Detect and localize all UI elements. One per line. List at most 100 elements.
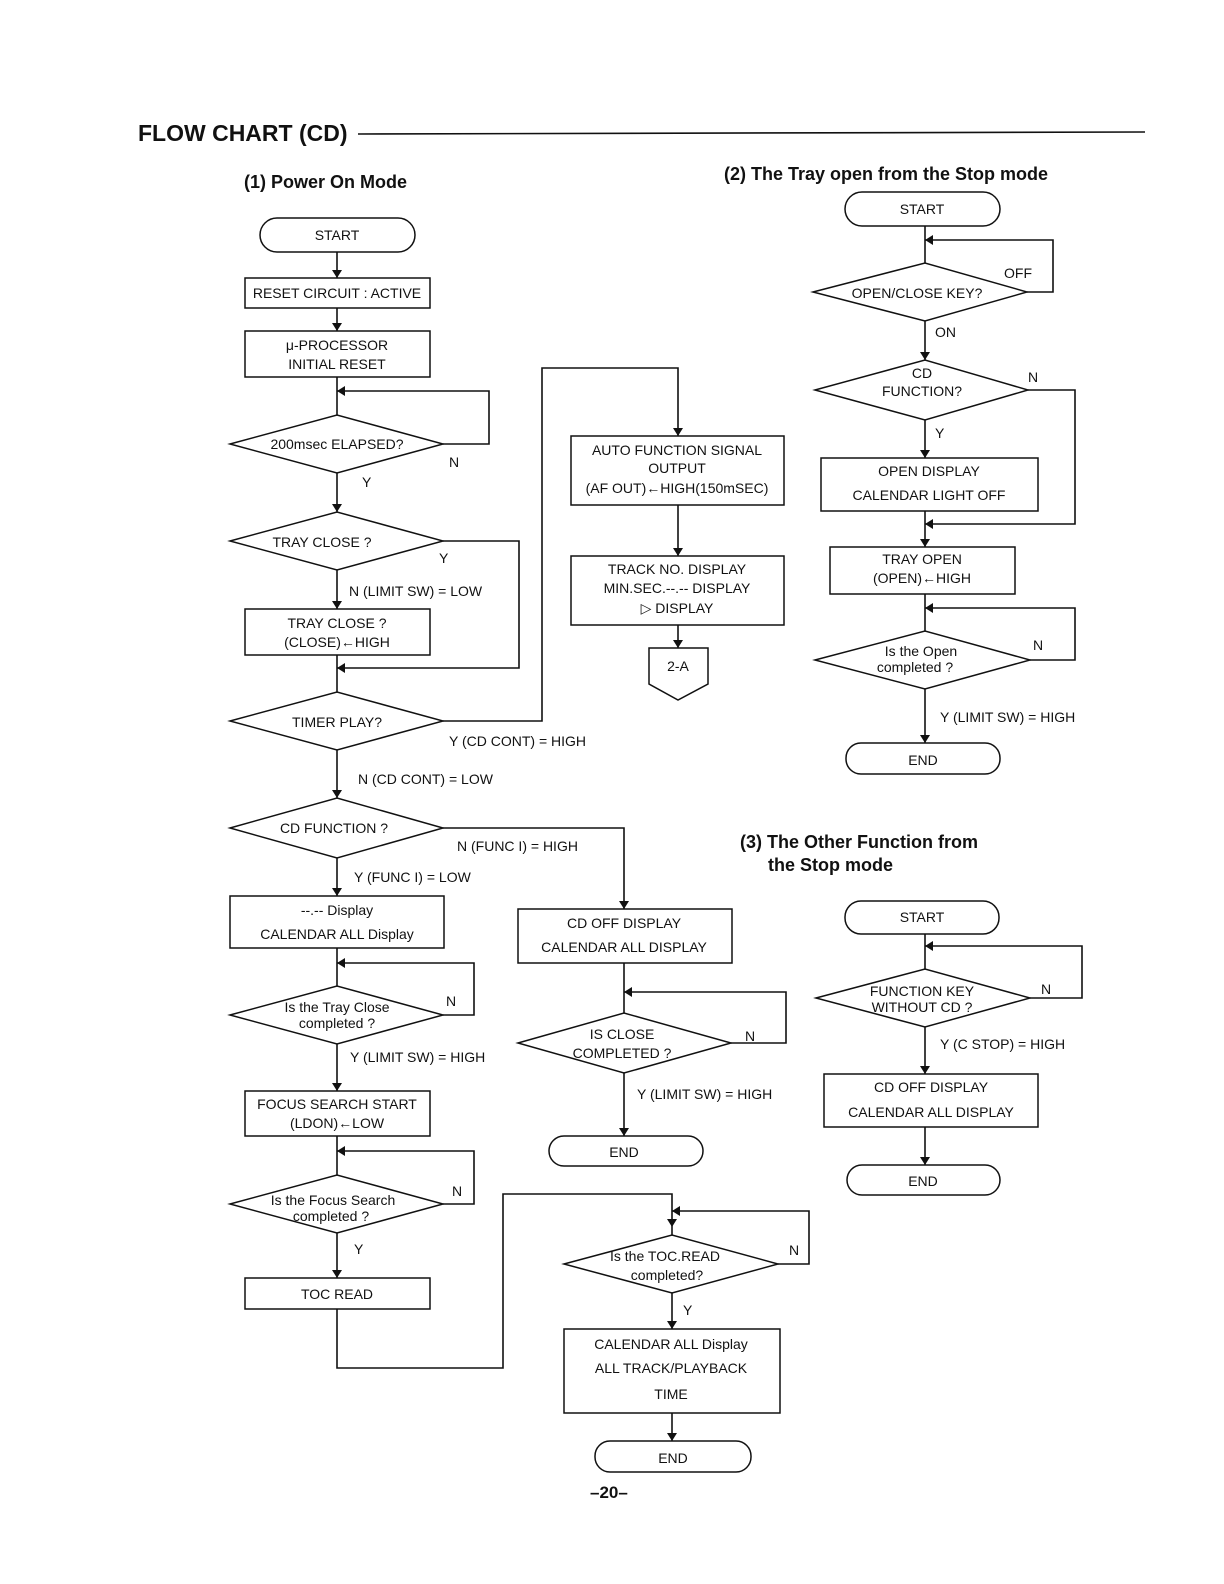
calendar-playback-line2: ALL TRACK/PLAYBACK	[595, 1360, 748, 1376]
calendar-playback-box	[563, 1328, 781, 1414]
cd-function-decision-label: CD FUNCTION ?	[280, 820, 388, 836]
auto-function-box	[570, 435, 785, 506]
focus-search-box	[244, 1090, 431, 1137]
tray-close-complete-no-label: N	[446, 993, 456, 1009]
focus-search-complete-yes-label: Y	[354, 1241, 364, 1257]
open-completed-no-label: N	[1033, 637, 1043, 653]
open-close-key-decision	[810, 262, 1030, 322]
flow-power-on: START RESET CIRCUIT : ACTIVE μ-PROCESSOR…	[227, 217, 683, 1369]
open-display-line2: CALENDAR LIGHT OFF	[853, 487, 1006, 503]
open-display-line1: OPEN DISPLAY	[878, 463, 980, 479]
flow-timer-and-function: AUTO FUNCTION SIGNAL OUTPUT (AF OUT)←HIG…	[515, 435, 810, 1473]
function-key-line1: FUNCTION KEY	[870, 983, 975, 999]
start-label: START	[315, 227, 360, 243]
is-close-completed-decision	[515, 1012, 734, 1074]
tray-close-action-line1: TRAY CLOSE ?	[287, 615, 386, 631]
start-terminal-other	[844, 900, 1000, 935]
end-terminal-function-label: END	[609, 1144, 639, 1160]
focus-search-complete-no-label: N	[452, 1183, 462, 1199]
cd-function-tray-no-label: N	[1028, 369, 1038, 385]
cd-off-other-box	[823, 1073, 1039, 1128]
section-other-function-title-line2: the Stop mode	[768, 855, 893, 875]
open-completed-decision	[812, 630, 1033, 690]
open-close-key-label: OPEN/CLOSE KEY?	[852, 285, 983, 301]
focus-search-complete-line2: completed ?	[293, 1208, 369, 1224]
calendar-playback-line1: CALENDAR ALL Display	[594, 1336, 748, 1352]
tray-close-complete-line1: Is the Tray Close	[284, 999, 389, 1015]
start-terminal-tray-open-label: START	[900, 201, 945, 217]
toc-read-complete-line1: Is the TOC.READ	[610, 1248, 720, 1264]
function-key-line2: WITHOUT CD ?	[872, 999, 973, 1015]
tray-open-box	[829, 546, 1016, 595]
processor-reset-line2: INITIAL RESET	[288, 356, 386, 372]
end-terminal-other-label: END	[908, 1173, 938, 1189]
cd-off-display-line1: CD OFF DISPLAY	[567, 915, 682, 931]
end-terminal-function	[548, 1135, 704, 1167]
flow-other-function: START FUNCTION KEY WITHOUT CD ? N Y (C S…	[813, 900, 1083, 1196]
toc-read-complete-yes-label: Y	[683, 1302, 693, 1318]
tray-close-complete-yes-label: Y (LIMIT SW) = HIGH	[350, 1049, 485, 1065]
cd-function-no-label: N (FUNC I) = HIGH	[457, 838, 578, 854]
tray-close-complete-line2: completed ?	[299, 1015, 375, 1031]
open-completed-yes-label: Y (LIMIT SW) = HIGH	[940, 709, 1075, 725]
tray-close-decision-label: TRAY CLOSE ?	[272, 534, 371, 550]
display-calendar-line1: --.-- Display	[301, 902, 373, 918]
tray-open-line2: (OPEN)←HIGH	[873, 570, 971, 586]
title-rule	[357, 131, 1146, 135]
auto-function-line1: AUTO FUNCTION SIGNAL	[592, 442, 762, 458]
page-title: FLOW CHART (CD)	[138, 120, 348, 146]
reset-circuit-box	[244, 277, 431, 309]
focus-search-complete-decision	[227, 1174, 446, 1234]
tray-open-line1: TRAY OPEN	[882, 551, 962, 567]
toc-read-label: TOC READ	[301, 1286, 373, 1302]
is-close-completed-line2: COMPLETED ?	[573, 1045, 672, 1061]
cd-off-other-line1: CD OFF DISPLAY	[874, 1079, 989, 1095]
function-key-yes-label: Y (C STOP) = HIGH	[940, 1036, 1065, 1052]
calendar-playback-line3: TIME	[654, 1386, 687, 1402]
processor-reset-line1: μ-PROCESSOR	[286, 337, 388, 353]
cd-function-yes-label: Y (FUNC I) = LOW	[354, 869, 472, 885]
track-display-line3: ▷ DISPLAY	[641, 600, 714, 616]
display-calendar-line2: CALENDAR ALL Display	[260, 926, 414, 942]
focus-search-complete-line1: Is the Focus Search	[271, 1192, 396, 1208]
toc-read-complete-line2: completed?	[631, 1267, 704, 1283]
tray-close-action-box	[244, 608, 431, 656]
cd-off-display-box	[517, 908, 733, 964]
flow-tray-open: START OPEN/CLOSE KEY? OFF ON CD FUNCTION…	[810, 191, 1076, 775]
open-completed-line2: completed ?	[877, 659, 953, 675]
focus-search-line2: (LDON)←LOW	[290, 1115, 385, 1131]
tray-close-action-line2: (CLOSE)←HIGH	[284, 634, 390, 650]
open-display-box	[820, 457, 1039, 512]
section-tray-open-title: (2) The Tray open from the Stop mode	[724, 164, 1049, 184]
cd-function-tray-yes-label: Y	[935, 425, 945, 441]
open-close-key-off-label: OFF	[1004, 265, 1032, 281]
function-key-no-label: N	[1041, 981, 1051, 997]
cd-function-tray-line2: FUNCTION?	[882, 383, 962, 399]
end-terminal-toc	[594, 1440, 752, 1473]
is-close-completed-no-label: N	[745, 1028, 755, 1044]
end-terminal-toc-label: END	[658, 1450, 688, 1466]
toc-read-complete-decision	[561, 1234, 781, 1294]
auto-function-line2: OUTPUT	[648, 460, 706, 476]
track-display-box	[570, 555, 785, 626]
offpage-connector	[648, 647, 709, 701]
is-close-completed-yes-label: Y (LIMIT SW) = HIGH	[637, 1086, 772, 1102]
section-power-on-title: (1) Power On Mode	[244, 172, 408, 192]
toc-read-complete-no-label: N	[789, 1242, 799, 1258]
is-close-completed-line1: IS CLOSE	[590, 1026, 655, 1042]
timer-play-decision-label: TIMER PLAY?	[292, 714, 382, 730]
end-terminal-other	[846, 1164, 1001, 1196]
cd-off-display-line2: CALENDAR ALL DISPLAY	[541, 939, 707, 955]
cd-function-tray-line1: CD	[912, 365, 932, 381]
tray-close-no-label: N (LIMIT SW) = LOW	[349, 583, 483, 599]
timer-play-no-label: N (CD CONT) = LOW	[358, 771, 494, 787]
end-terminal-tray-open-label: END	[908, 752, 938, 768]
start-terminal-tray-open	[844, 191, 1001, 227]
page-number: –20–	[590, 1483, 628, 1502]
track-display-line2: MIN.SEC.--.-- DISPLAY	[604, 580, 751, 596]
start-terminal-other-label: START	[900, 909, 945, 925]
tray-close-yes-label: Y	[439, 550, 449, 566]
section-other-function-title-line1: (3) The Other Function from	[740, 832, 978, 852]
cd-off-other-line2: CALENDAR ALL DISPLAY	[848, 1104, 1014, 1120]
